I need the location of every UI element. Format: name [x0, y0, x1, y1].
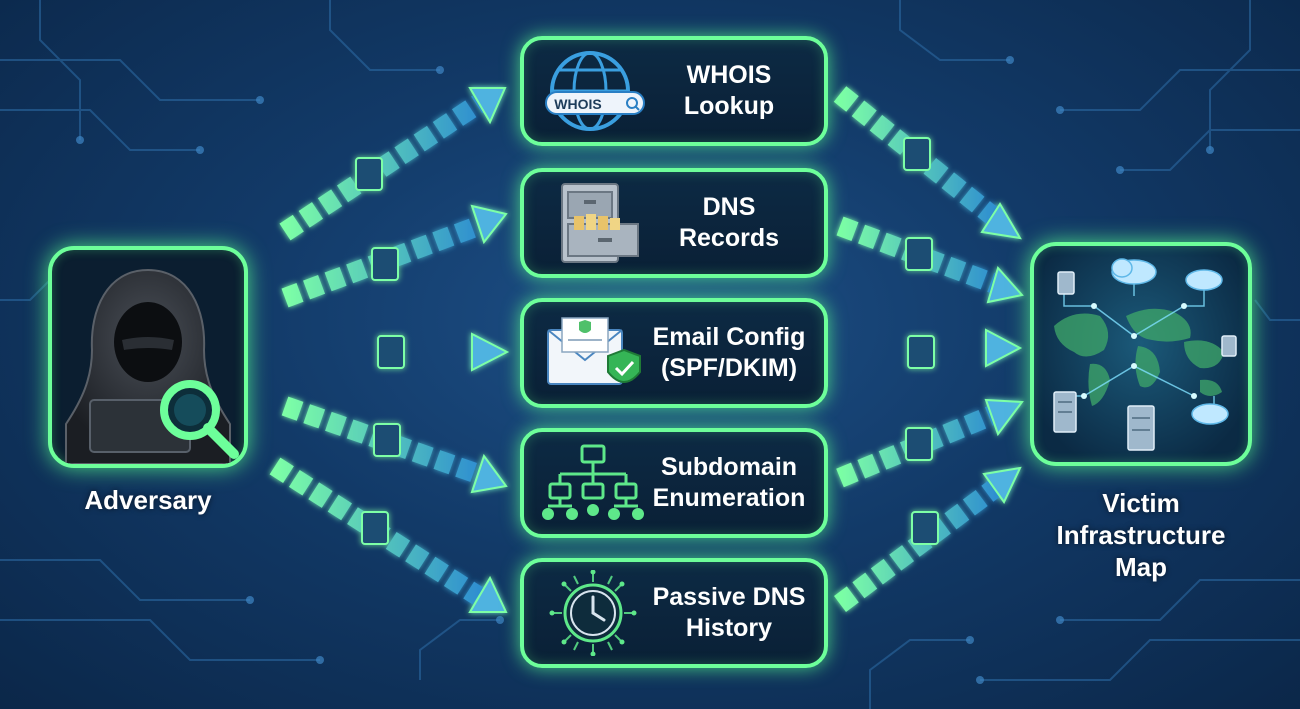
- folder-tree-icon: [542, 444, 644, 520]
- arrow-from-dns: [836, 216, 1024, 304]
- flow-arrows-left: [269, 87, 510, 613]
- hooded-hacker-with-magnifier-icon: [65, 268, 239, 464]
- victim-node: [1030, 242, 1252, 466]
- globe-whois-search-icon: WHOIS: [545, 51, 645, 131]
- envelope-shield-icon: [547, 317, 641, 385]
- victim-label-line: Infrastructure: [1056, 520, 1226, 550]
- arrow-to-passive-dns: [269, 457, 508, 613]
- source-label-line: Passive DNS: [652, 583, 806, 611]
- source-label: Passive DNS History: [642, 562, 816, 664]
- clock-circuit-icon: [549, 570, 637, 656]
- source-label-line: Subdomain: [660, 453, 798, 481]
- source-subdomain-enumeration: Subdomain Enumeration: [520, 428, 828, 538]
- victim-label-line: Victim: [1102, 488, 1180, 518]
- source-label: Email Config (SPF/DKIM): [642, 302, 816, 404]
- source-label: Subdomain Enumeration: [642, 432, 816, 534]
- victim-label: Victim Infrastructure Map: [1010, 487, 1272, 583]
- arrow-to-email: [270, 332, 510, 372]
- source-label-line: Email Config: [652, 323, 806, 351]
- source-whois-lookup: WHOIS WHOIS Lookup: [520, 36, 828, 146]
- arrow-from-subdomain: [836, 398, 1024, 488]
- source-email-config: Email Config (SPF/DKIM): [520, 298, 828, 408]
- source-label-line: History: [685, 614, 773, 642]
- arrow-to-whois: [279, 87, 507, 241]
- source-label-line: DNS: [702, 193, 756, 221]
- adversary-node: [48, 246, 248, 468]
- arrow-from-passive-dns: [834, 466, 1022, 613]
- source-label-line: Records: [678, 224, 780, 252]
- source-label-line: (SPF/DKIM): [660, 354, 798, 382]
- arrow-to-subdomain: [281, 396, 508, 494]
- adversary-label: Adversary: [84, 485, 212, 515]
- source-passive-dns-history: Passive DNS History: [520, 558, 828, 668]
- arrow-from-email: [840, 328, 1023, 369]
- arrow-from-whois: [833, 86, 1022, 240]
- victim-label-line: Map: [1115, 552, 1167, 582]
- source-label-line: Lookup: [683, 92, 775, 120]
- whois-badge-text: WHOIS: [554, 96, 601, 112]
- source-label-line: Enumeration: [652, 484, 806, 512]
- source-label: WHOIS Lookup: [642, 40, 816, 142]
- filing-cabinet-icon: [561, 183, 639, 263]
- source-label: DNS Records: [642, 172, 816, 274]
- circuit-nodes: [76, 56, 1214, 684]
- source-dns-records: DNS Records: [520, 168, 828, 278]
- flow-arrows-right: [833, 86, 1024, 613]
- world-network-map-icon: [1053, 258, 1237, 451]
- source-label-line: WHOIS: [686, 61, 772, 89]
- arrow-to-dns: [281, 204, 508, 308]
